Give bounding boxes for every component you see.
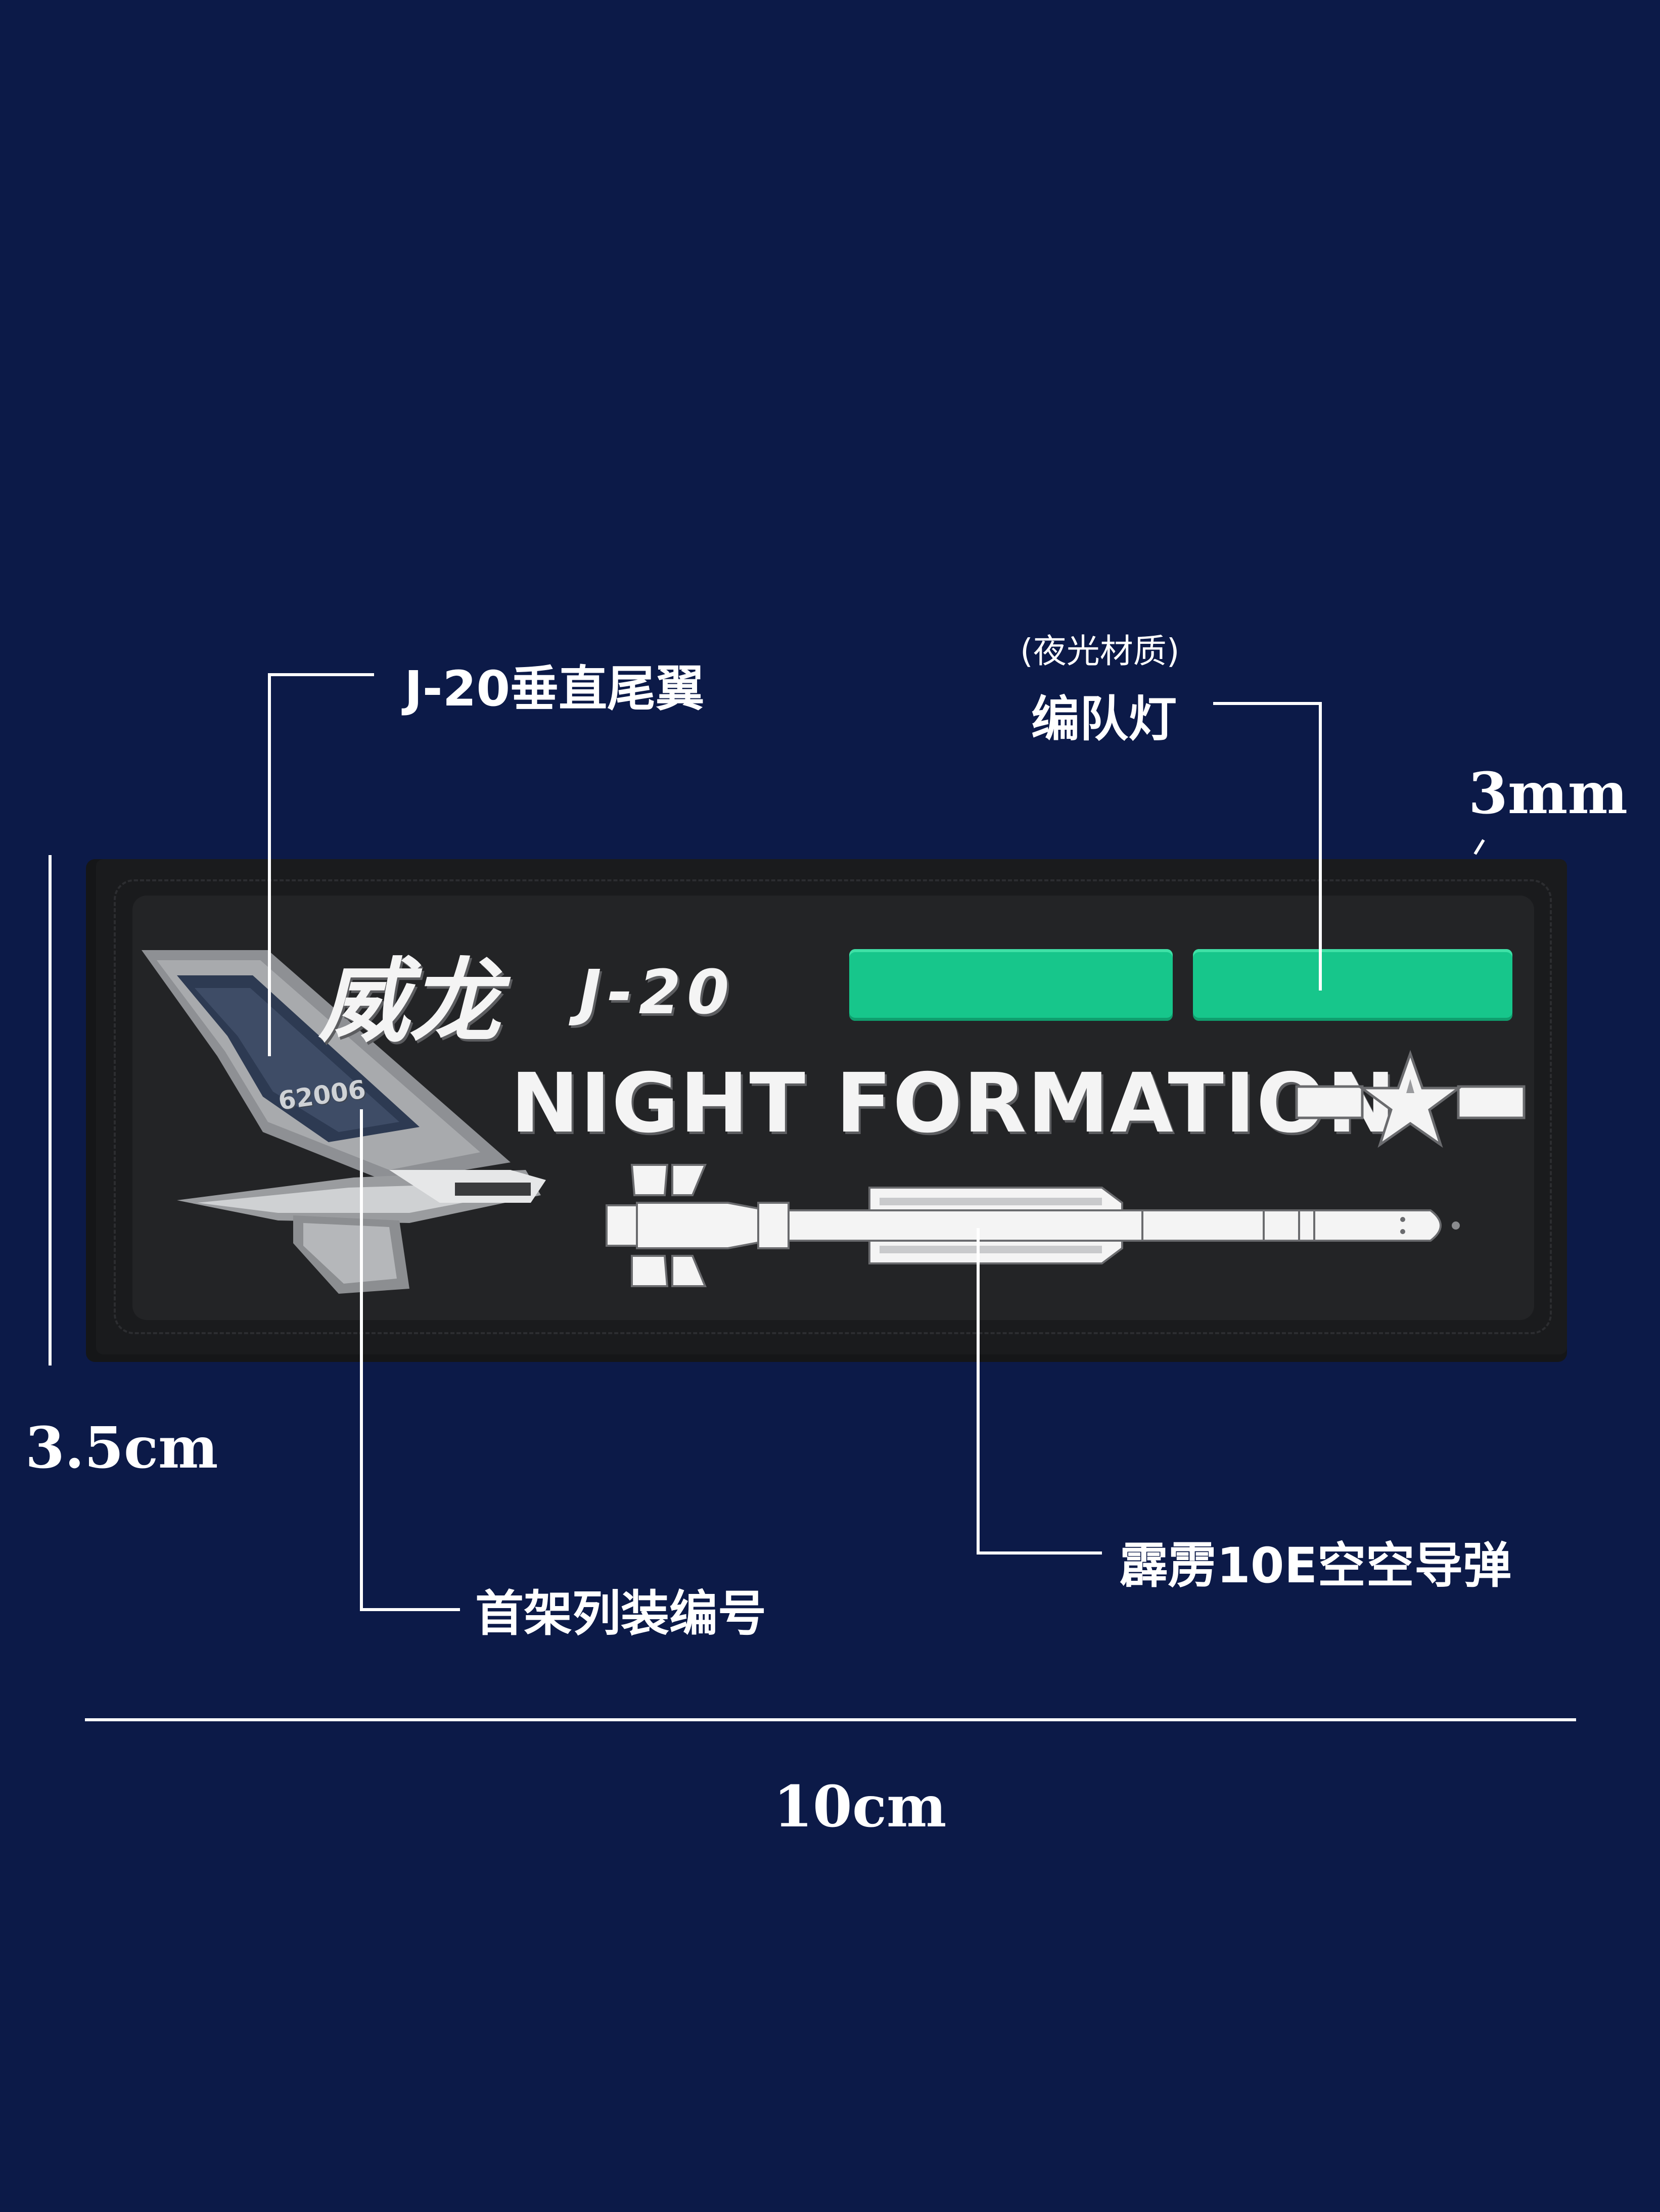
serial-number-label: 首架列装编号	[475, 1585, 766, 1642]
formation-light-label: 编队灯	[1031, 691, 1177, 747]
formation-light-right	[1193, 949, 1512, 1021]
width-dimension: 10cm	[773, 1774, 947, 1840]
height-dimension: 3.5cm	[25, 1415, 218, 1481]
tail-fin-icon	[142, 950, 546, 1294]
luminous-material-note: (夜光材质)	[1020, 632, 1180, 671]
thickness-dimension: 3mm	[1468, 761, 1628, 827]
star-insignia-icon	[1295, 1050, 1526, 1148]
patch-subtitle: NIGHT FORMATION	[511, 1056, 1397, 1151]
missile-icon	[606, 1164, 1460, 1287]
tail-fin-label: J-20垂直尾翼	[404, 661, 705, 717]
missile-label: 霹雳10E空空导弹	[1120, 1537, 1512, 1594]
width-dimension-line	[85, 1718, 1576, 1721]
patch-model: J-20	[579, 958, 735, 1028]
height-dimension-line	[49, 855, 52, 1366]
formation-light-left	[849, 949, 1173, 1021]
patch-stitch-border	[114, 879, 1552, 1334]
patch-title-cn: 威龙	[318, 949, 501, 1055]
